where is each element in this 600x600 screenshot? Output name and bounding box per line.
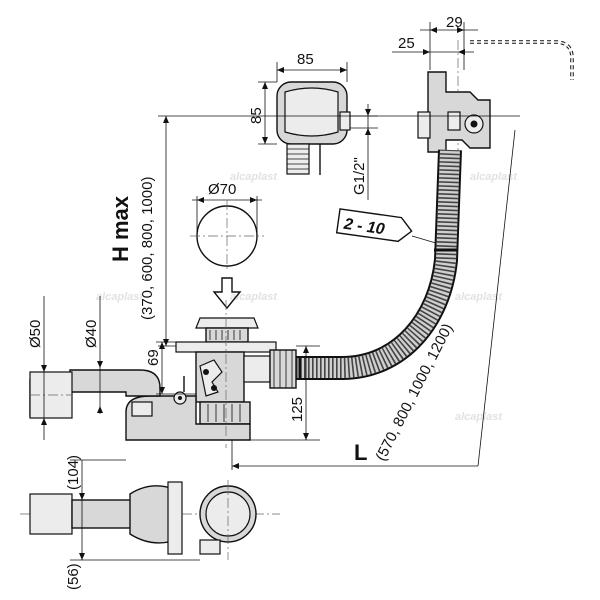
lower-nut [199, 401, 251, 425]
plan-strap [167, 481, 183, 555]
l-label: L [354, 440, 367, 465]
dim-thread: G1/2" [351, 157, 368, 195]
watermark-1: alcaplast [230, 171, 278, 183]
knob-connector [339, 111, 351, 131]
watermark-6: alcaplast [455, 411, 503, 423]
valve-lever [199, 359, 223, 397]
side-dimensions: Ø50 Ø40 69 125 [27, 296, 320, 441]
overflow-rosette [417, 111, 431, 139]
waste-body-side [29, 300, 297, 448]
overflow-assembly: 29 25 [392, 14, 574, 160]
h-max-values: (370, 600, 800, 1000) [139, 177, 156, 320]
watermark-5: alcaplast [455, 291, 503, 303]
watermark-4: alcaplast [470, 171, 518, 183]
h-max-dimension: H max (370, 600, 800, 1000) [108, 115, 520, 347]
watermark-2: alcaplast [96, 291, 144, 303]
dim-125: 125 [289, 397, 306, 422]
range-tag [335, 208, 413, 243]
dim-85-width: 85 [297, 51, 314, 68]
dim-d70: Ø70 [208, 181, 236, 198]
h-max-label: H max [108, 195, 133, 262]
dim-69: 69 [145, 349, 162, 366]
range-label: 2 - 10 [342, 216, 386, 239]
dim-d50: Ø50 [27, 320, 44, 348]
dim-56: (56) [65, 563, 82, 590]
range-callout: 2 - 10 [335, 208, 447, 247]
popup-plug [195, 317, 259, 329]
watermarks: alcaplast alcaplast alcaplast alcaplast … [96, 171, 518, 423]
flexible-hose [296, 149, 462, 380]
hose-connector [243, 355, 271, 383]
plug-detail: Ø70 [190, 181, 264, 310]
plan-outlet-pipe [29, 493, 73, 535]
dim-d40: Ø40 [83, 320, 100, 348]
watermark-3: alcaplast [230, 291, 278, 303]
dim-104: (104) [65, 455, 82, 490]
control-knob-assembly: 85 85 G1/2" [248, 51, 378, 200]
bowden-cable [470, 40, 574, 80]
waste-body-plan: (104) (56) [20, 455, 280, 590]
trap-base [125, 395, 251, 441]
dim-29: 29 [446, 14, 463, 31]
arrow-down-icon [212, 277, 242, 310]
dim-25: 25 [398, 35, 415, 52]
